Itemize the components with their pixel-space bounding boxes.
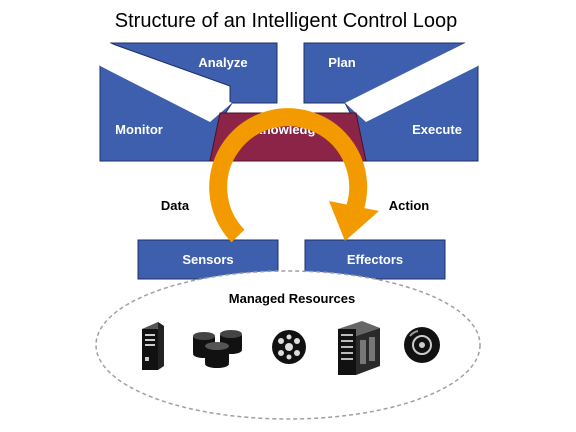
diagram-title: Structure of an Intelligent Control Loop (115, 10, 457, 32)
left-separator-band (100, 43, 232, 122)
execute-label: Execute (412, 122, 462, 137)
disk-stack-icon (193, 330, 242, 368)
right-separator-band (345, 43, 478, 122)
managed-resources-label: Managed Resources (229, 291, 355, 306)
monitor-label: Monitor (115, 122, 163, 137)
data-flow-label: Data (161, 198, 190, 213)
sensors-label: Sensors (182, 252, 233, 267)
optical-disc-icon (404, 327, 440, 363)
server-tower-icon (142, 322, 164, 370)
plan-label: Plan (328, 55, 356, 70)
effectors-box (304, 239, 446, 280)
tape-reel-icon (272, 330, 306, 364)
action-flow-label: Action (389, 198, 430, 213)
analyze-label: Analyze (198, 55, 247, 70)
server-rack-icon (338, 321, 380, 375)
effectors-label: Effectors (347, 252, 403, 267)
control-loop-arrowhead (329, 201, 379, 241)
monitor-analyze-block (99, 42, 278, 162)
control-loop-arrow (209, 108, 368, 243)
